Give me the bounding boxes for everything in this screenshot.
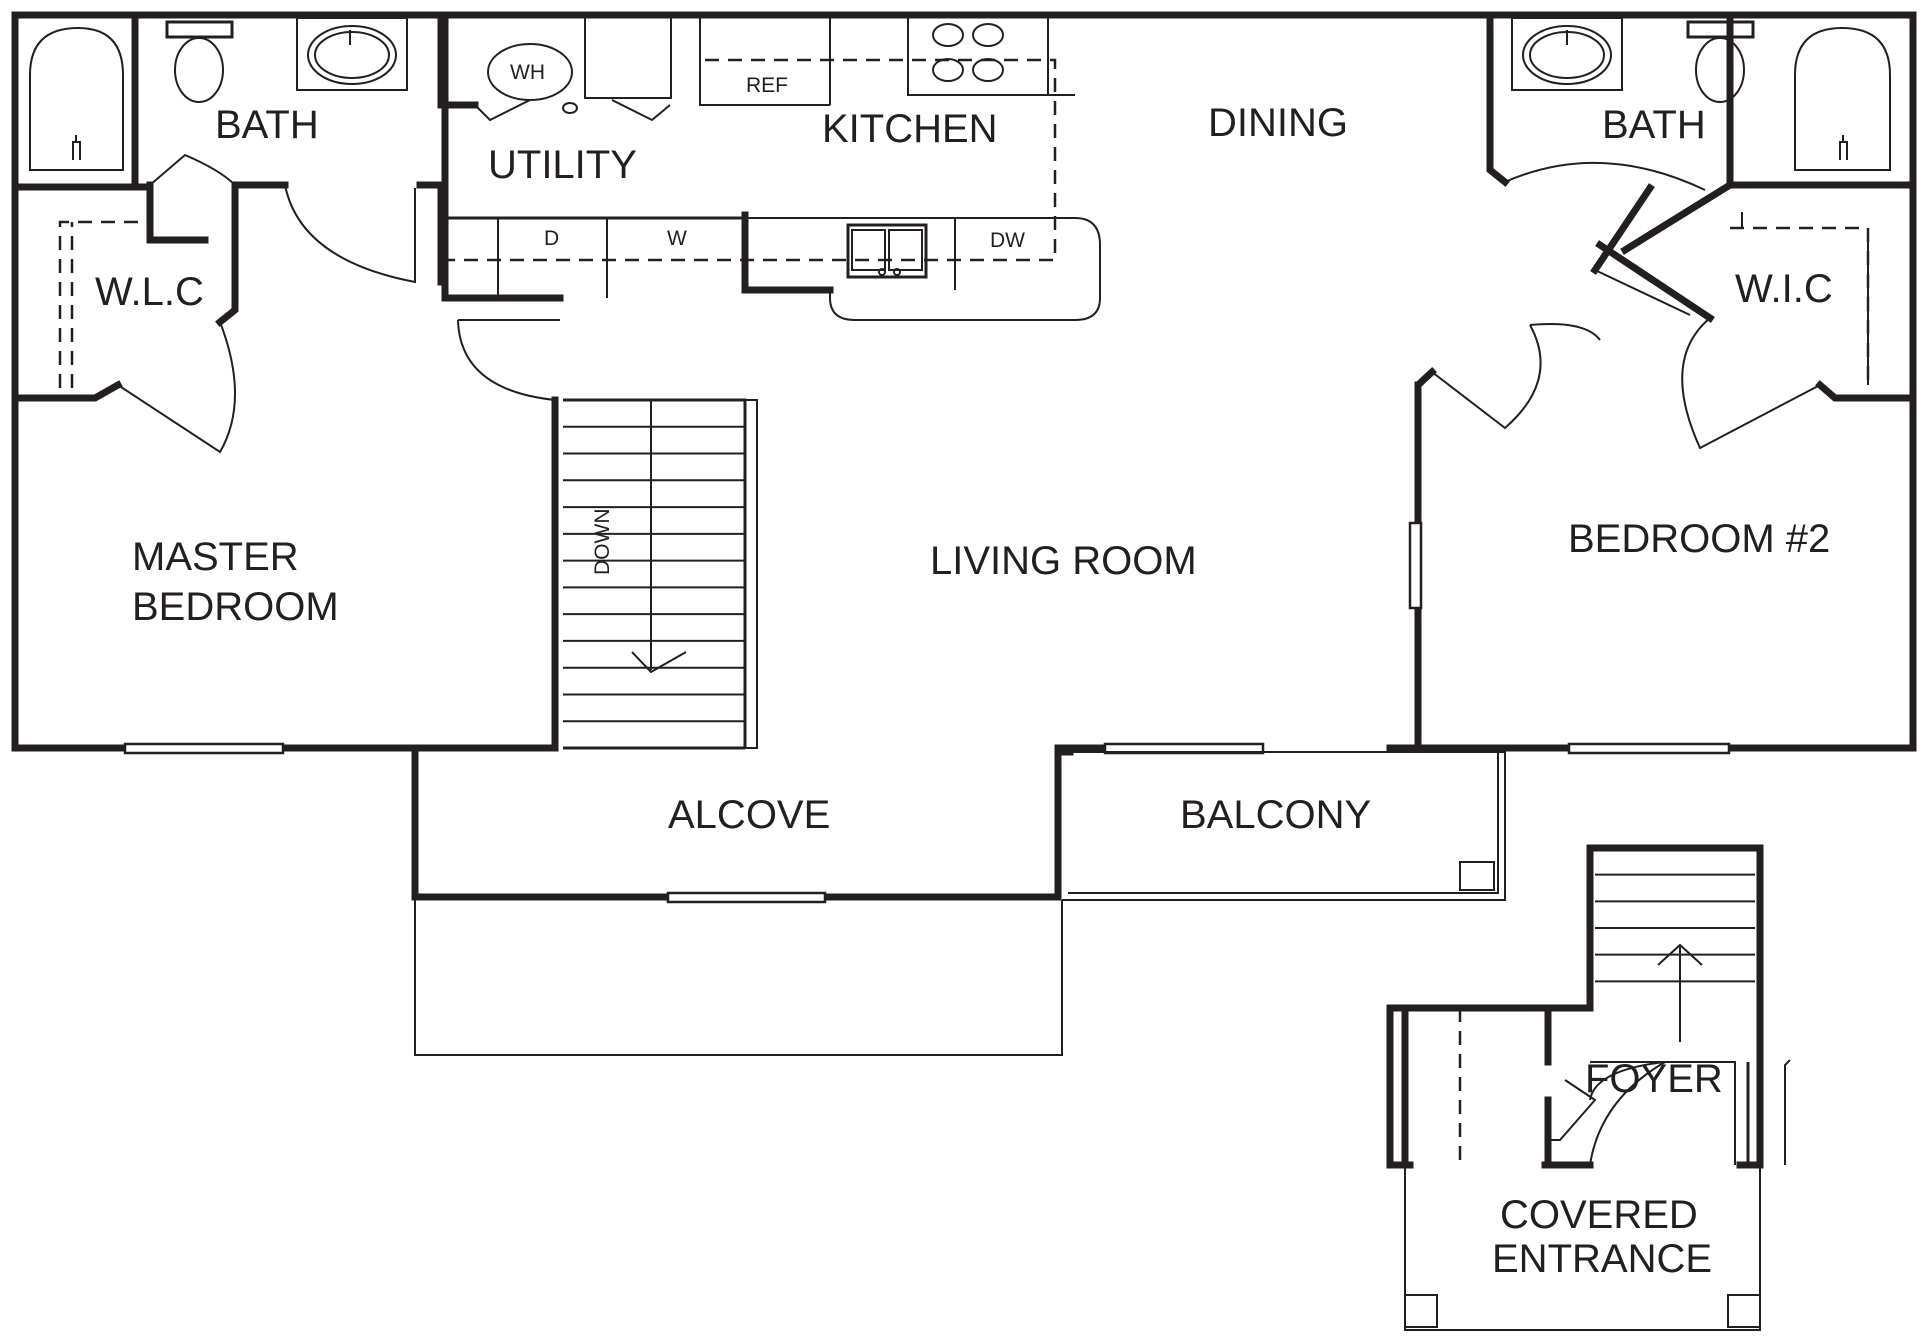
right-bath-fixtures (1504, 17, 1891, 191)
kitchen-fixtures: WH REF D W DW (445, 14, 1101, 321)
wic-details (1431, 212, 1870, 450)
foyer (1386, 844, 1791, 1331)
dining-label: DINING (1208, 101, 1348, 145)
water-heater-label: WH (510, 61, 545, 84)
utility-door (457, 319, 560, 401)
foyer-label: FOYER (1585, 1057, 1723, 1101)
dryer-label: D (544, 227, 559, 250)
covered-entrance-label-line1: COVERED (1500, 1193, 1698, 1237)
room-labels: BATH UTILITY KITCHEN DINING BATH W.L.C W… (95, 101, 1833, 1281)
windows (123, 521, 1731, 904)
dishwasher-label: DW (990, 229, 1025, 252)
kitchen-label: KITCHEN (822, 107, 998, 151)
balcony-label: BALCONY (1180, 793, 1371, 837)
refrigerator-label: REF (746, 74, 788, 97)
wic-label: W.I.C (1735, 267, 1833, 311)
interior-walls (11, 11, 1917, 752)
wlc-details (58, 220, 236, 454)
bedroom2-label: BEDROOM #2 (1568, 517, 1830, 561)
bath-right-label: BATH (1602, 103, 1706, 147)
master-bedroom-label-line2: BEDROOM (132, 585, 339, 629)
alcove-label: ALCOVE (668, 793, 830, 837)
bath-left-label: BATH (215, 103, 319, 147)
covered-entrance-label-line2: ENTRANCE (1492, 1237, 1712, 1281)
stairs-down-label: DOWN (591, 509, 614, 576)
patio-outlines (414, 751, 1506, 1056)
stairs-down: DOWN (551, 396, 758, 752)
master-bedroom-label-line1: MASTER (132, 535, 299, 579)
washer-label: W (667, 227, 687, 250)
utility-label: UTILITY (488, 143, 637, 187)
left-bath-fixtures (29, 17, 416, 284)
wlc-label: W.L.C (95, 270, 204, 314)
living-room-label: LIVING ROOM (930, 539, 1197, 583)
